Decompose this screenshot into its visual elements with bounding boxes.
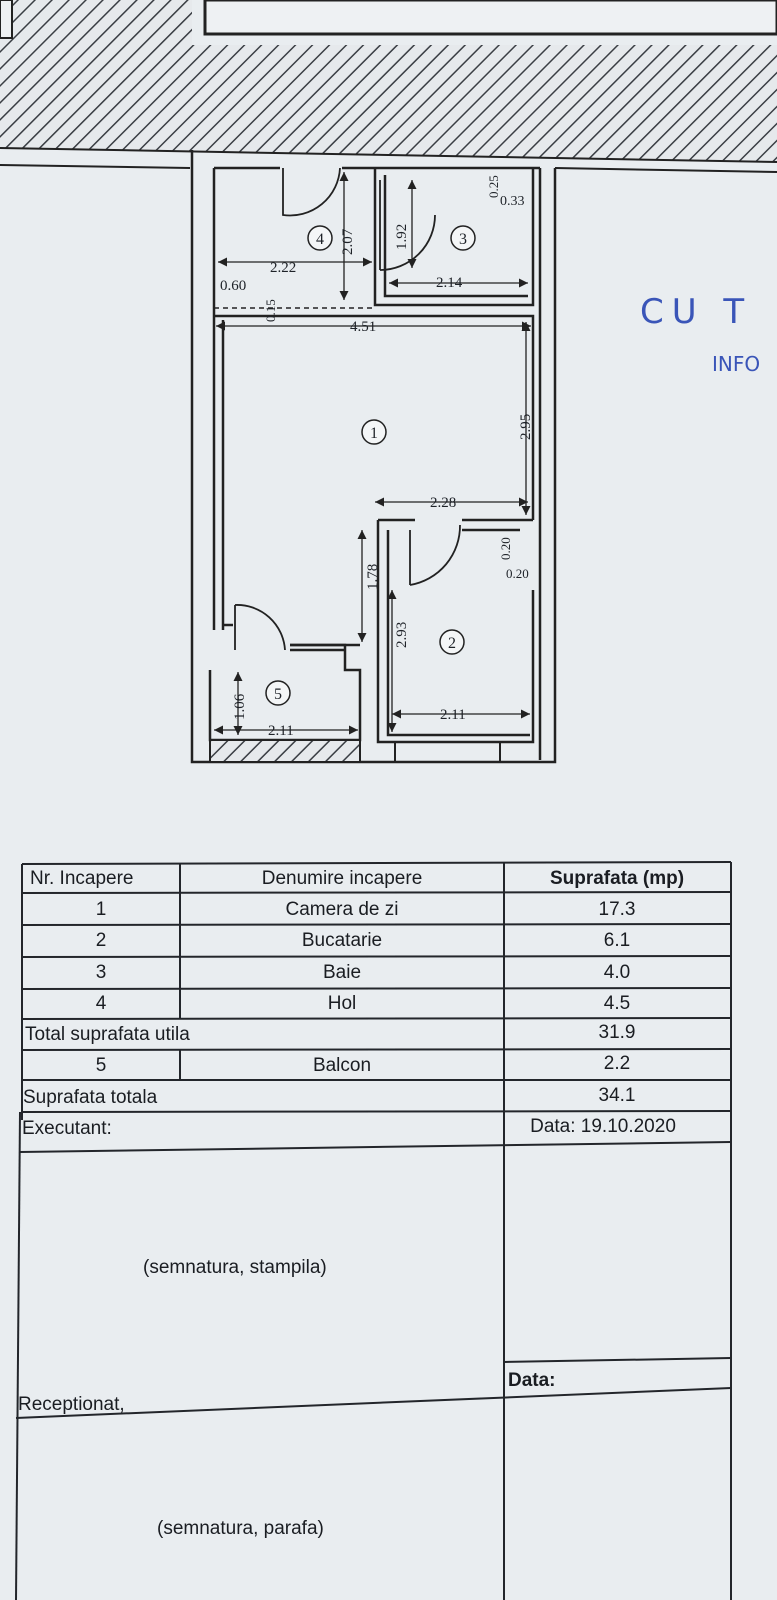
- dim-label: 1.78: [365, 564, 381, 590]
- room-number-5: 5: [274, 686, 282, 703]
- handwritten-note-1: CU T: [640, 292, 753, 332]
- dim-label: 1.92: [394, 224, 410, 250]
- dim-label: 1.06: [232, 693, 248, 720]
- floor-plan: 1 2 3 4 5 2.22 0.60 0.15 2.07 1.92 0.25 …: [0, 0, 777, 764]
- dim-label: 0.25: [486, 175, 501, 198]
- room-number-4: 4: [316, 231, 324, 248]
- table-header-nr: Nr. Incapere: [30, 868, 134, 889]
- balcon-nr: 5: [95, 1055, 107, 1076]
- hatched-wall: [0, 0, 777, 162]
- dim-label: 2.22: [270, 260, 296, 276]
- dim-label: 2.11: [440, 707, 466, 723]
- dim-label: 2.28: [430, 495, 456, 511]
- door-swings: [234, 167, 461, 651]
- total-util-label: Total suprafata utila: [25, 1024, 190, 1045]
- total-value: 34.1: [598, 1085, 636, 1106]
- dim-label: 2.95: [518, 414, 534, 440]
- room-number-2: 2: [448, 635, 456, 652]
- dim-label: 2.11: [268, 723, 294, 739]
- dim-label: 4.51: [350, 319, 376, 335]
- table-row-nr: 3: [95, 962, 107, 983]
- table-row-name: Baie: [322, 962, 362, 983]
- table-row-area: 4.5: [603, 993, 631, 1014]
- table-row-nr: 4: [95, 993, 107, 1014]
- executant-label: Executant:: [22, 1118, 112, 1139]
- dimension-lines: [214, 172, 531, 735]
- date-value: Data: 19.10.2020: [530, 1116, 676, 1137]
- dim-label: 0.33: [500, 194, 525, 209]
- dim-label: 0.20: [498, 537, 513, 560]
- table-row-area: 4.0: [603, 962, 631, 983]
- signature-parafa-note: (semnatura, parafa): [157, 1518, 324, 1539]
- room-number-3: 3: [459, 231, 467, 248]
- receptionat-label: Receptionat,: [18, 1394, 125, 1415]
- dim-label: 0.60: [220, 278, 246, 294]
- dim-label: 2.07: [340, 228, 356, 255]
- table-row-name: Bucatarie: [301, 930, 383, 951]
- room-markers: [265, 225, 476, 706]
- dim-label: 0.20: [506, 566, 529, 581]
- table-row-name: Camera de zi: [285, 899, 399, 920]
- table-row-area: 17.3: [598, 899, 636, 920]
- table-row-area: 6.1: [603, 930, 631, 951]
- room-number-1: 1: [370, 425, 378, 442]
- signature-stamp-note: (semnatura, stampila): [143, 1257, 327, 1278]
- table-row-name: Hol: [327, 993, 357, 1014]
- table-row-nr: 1: [95, 899, 107, 920]
- total-label: Suprafata totala: [23, 1087, 158, 1108]
- dim-label: 2.93: [394, 622, 410, 648]
- balcon-area: 2.2: [603, 1053, 631, 1074]
- balcon-name: Balcon: [312, 1055, 372, 1076]
- table-header-name: Denumire incapere: [261, 868, 423, 889]
- data-label: Data:: [508, 1370, 556, 1391]
- dim-label: 0.15: [263, 299, 278, 322]
- handwritten-note-2: INFO: [712, 352, 761, 376]
- table-header-area: Suprafata (mp): [549, 868, 685, 889]
- apartment-walls: [190, 150, 557, 764]
- total-util-value: 31.9: [598, 1022, 636, 1043]
- dim-label: 2.14: [436, 275, 463, 291]
- table-row-nr: 2: [95, 930, 107, 951]
